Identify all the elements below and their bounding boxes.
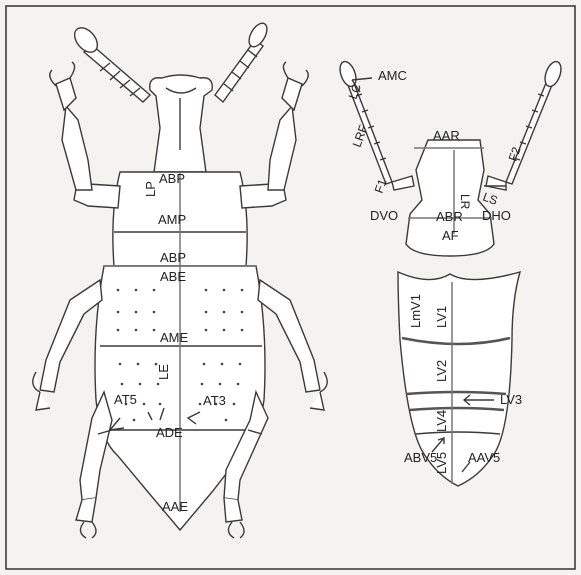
label-ame: AME — [160, 330, 189, 345]
label-ade: ADE — [156, 425, 183, 440]
label-abv5: ABV5 — [404, 450, 437, 465]
label-dvo: DVO — [370, 208, 398, 223]
label-lv3: LV3 — [500, 392, 522, 407]
label-lp: LP — [143, 181, 158, 197]
label-amp: AMP — [158, 212, 186, 227]
label-aae: AAE — [162, 499, 188, 514]
left-antenna — [70, 23, 150, 102]
label-at5: AT5 — [114, 392, 137, 407]
rostrum — [150, 75, 213, 172]
right-antenna — [215, 20, 271, 102]
left-front-leg — [50, 62, 120, 208]
label-lmv1: LmV1 — [408, 294, 423, 328]
label-abe: ABE — [160, 269, 186, 284]
label-lrf: LRF — [350, 123, 371, 149]
label-aav5: AAV5 — [468, 450, 500, 465]
label-abp-top: ABP — [159, 171, 185, 186]
label-lr: LR — [458, 194, 472, 210]
right-front-leg — [240, 62, 308, 208]
label-lv4: LV4 — [434, 410, 449, 432]
label-le: LE — [156, 364, 171, 380]
right-antenna-detail — [486, 59, 564, 190]
label-dho: DHO — [482, 208, 511, 223]
label-abp-mid: ABP — [160, 250, 186, 265]
label-aar: AAR — [433, 128, 460, 143]
label-ls: LS — [481, 190, 500, 208]
label-amc: AMC — [378, 68, 407, 83]
label-lv5: LV5 — [434, 452, 449, 474]
label-lv2: LV2 — [434, 360, 449, 382]
rostrum-antennae-diagram — [337, 59, 564, 256]
label-abr: ABR — [436, 209, 463, 224]
label-at3: AT3 — [203, 393, 226, 408]
label-lv1: LV1 — [434, 306, 449, 328]
label-af: AF — [442, 228, 459, 243]
